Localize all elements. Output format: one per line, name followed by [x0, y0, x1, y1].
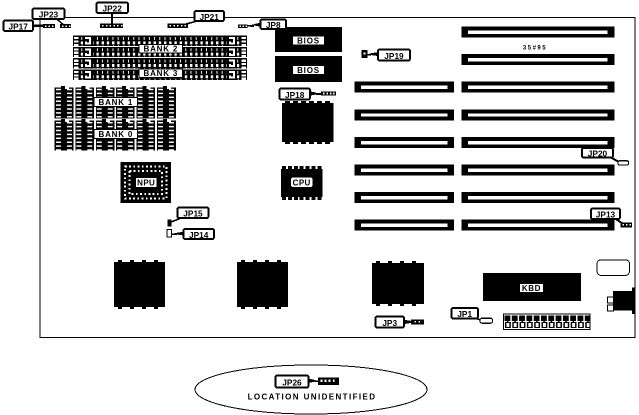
- svg-text:NPU: NPU: [137, 179, 155, 188]
- svg-text:BANK 0: BANK 0: [99, 130, 134, 139]
- svg-text:JP18: JP18: [285, 90, 305, 100]
- svg-text:JP26: JP26: [282, 377, 302, 387]
- svg-text:BIOS: BIOS: [297, 66, 320, 75]
- svg-text:35#95: 35#95: [523, 46, 547, 52]
- svg-text:JP21: JP21: [200, 12, 220, 22]
- svg-text:JP22: JP22: [103, 4, 123, 14]
- svg-text:JP8: JP8: [266, 20, 281, 30]
- svg-text:LOCATION UNIDENTIFIED: LOCATION UNIDENTIFIED: [248, 393, 377, 402]
- svg-text:JP20: JP20: [588, 148, 608, 158]
- svg-text:JP1: JP1: [457, 309, 472, 319]
- svg-text:BANK 2: BANK 2: [144, 45, 179, 54]
- svg-text:KBD: KBD: [522, 284, 541, 293]
- svg-text:BANK 3: BANK 3: [144, 69, 179, 78]
- svg-text:JP19: JP19: [384, 51, 404, 61]
- svg-text:JP3: JP3: [382, 318, 397, 328]
- svg-text:JP17: JP17: [9, 22, 29, 32]
- svg-text:JP15: JP15: [183, 209, 203, 219]
- svg-text:JP14: JP14: [189, 230, 209, 240]
- svg-text:BIOS: BIOS: [297, 37, 320, 46]
- svg-text:JP23: JP23: [39, 10, 59, 20]
- svg-text:BANK 1: BANK 1: [99, 98, 134, 107]
- svg-text:JP13: JP13: [596, 210, 616, 220]
- svg-text:CPU: CPU: [293, 179, 311, 188]
